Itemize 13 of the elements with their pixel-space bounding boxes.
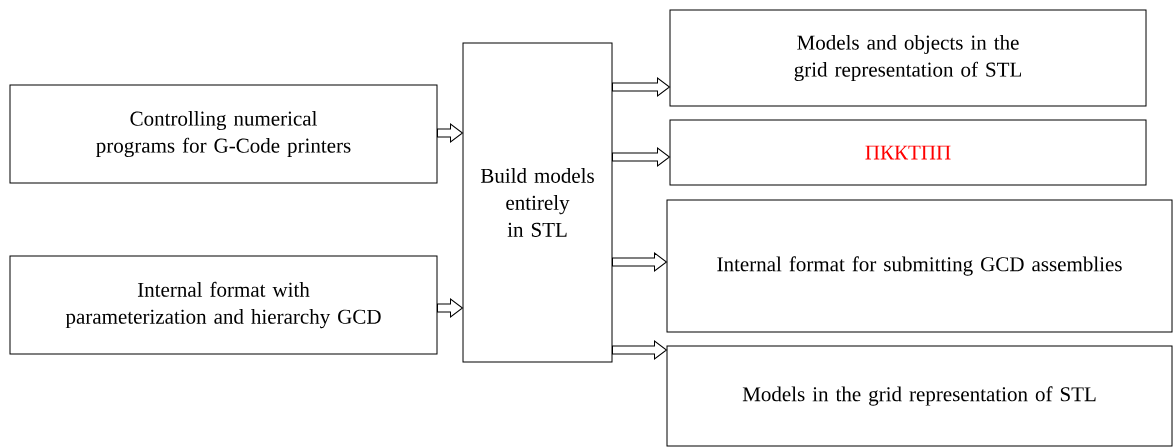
output-box: ПККТПП	[669, 119, 1147, 186]
output-box: Internal format for submitting GCD assemblies	[666, 199, 1173, 333]
process-box: Build models entirely in STL	[462, 42, 613, 363]
block-arrow	[437, 298, 463, 318]
block-arrow	[612, 77, 670, 97]
block-arrow	[612, 340, 667, 360]
output-box: Models and objects in the grid representation of STL	[669, 9, 1147, 107]
input-box: Controlling numerical programs for G-Code printers	[9, 84, 438, 184]
input-box: Internal format with parameterization and hierarchy GCD	[9, 255, 438, 355]
block-arrow	[612, 147, 670, 167]
block-arrow	[612, 252, 667, 272]
output-box: Models in the grid representation of STL	[666, 345, 1173, 447]
block-arrow	[437, 123, 463, 143]
